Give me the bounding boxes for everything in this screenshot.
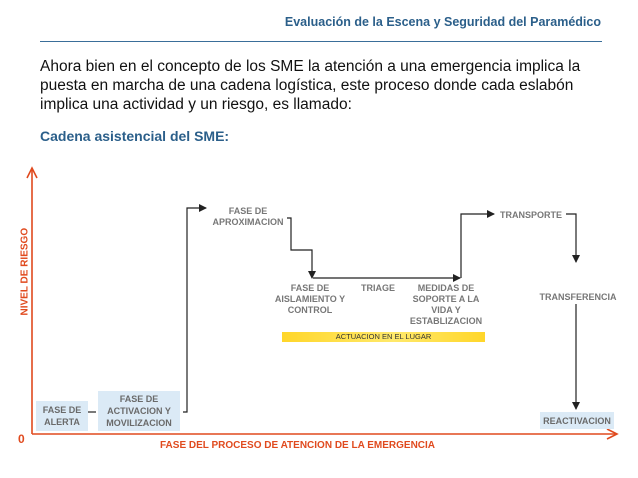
phase-transporte: TRANSPORTE: [499, 210, 562, 220]
origin-label: 0: [18, 432, 25, 446]
phase-transferencia: TRANSFERENCIA: [539, 292, 617, 302]
phase-aproximacion: FASE DE APROXIMACION: [212, 206, 284, 227]
intro-paragraph: Ahora bien en el concepto de los SME la …: [40, 58, 581, 113]
phase-aislamiento: FASE DE AISLAMIENTO Y CONTROL: [274, 283, 346, 315]
header-divider: [40, 41, 602, 42]
phase-medidas: MEDIDAS DE SOPORTE A LA VIDA Y ESTABLIZA…: [409, 283, 483, 326]
phase-reactivacion: REACTIVACION: [540, 412, 614, 429]
axes: [26, 166, 619, 440]
phase-triage: TRIAGE: [360, 283, 395, 293]
section-title: Cadena asistencial del SME:: [40, 128, 230, 144]
actuacion-en-el-lugar-bar: ACTUACION EN EL LUGAR: [282, 332, 485, 342]
phase-alerta: FASE DE ALERTA: [36, 401, 88, 431]
y-axis-label: NIVEL DE RIESGO: [19, 227, 31, 316]
header-title: Evaluación de la Escena y Seguridad del …: [284, 15, 601, 29]
x-axis-label: FASE DEL PROCESO DE ATENCION DE LA EMERG…: [160, 440, 436, 451]
process-flow-line: [84, 204, 580, 413]
phase-activacion: FASE DE ACTIVACION Y MOVILIZACION: [98, 391, 180, 431]
